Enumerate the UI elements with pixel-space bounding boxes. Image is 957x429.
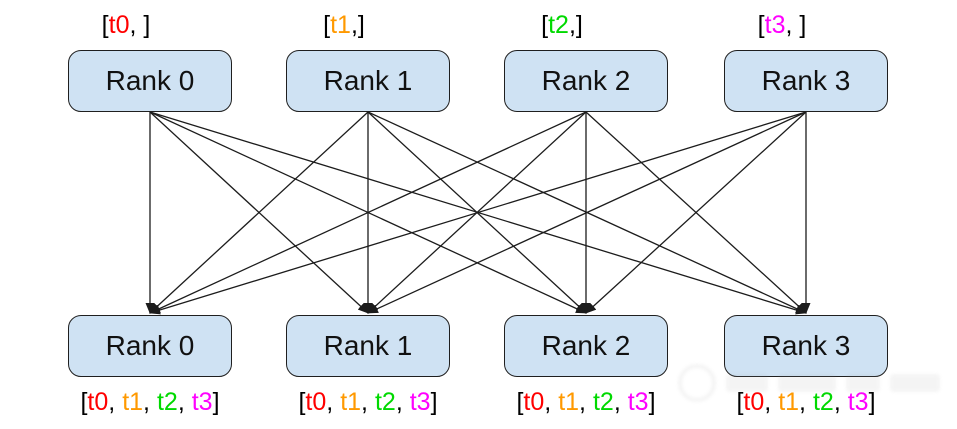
- tag-segment: [: [736, 388, 744, 416]
- edge-line: [585, 111, 807, 314]
- tag-segment: ,: [143, 388, 157, 416]
- top-tag-2: [t2,]: [432, 11, 692, 40]
- tag-segment: [: [323, 11, 331, 39]
- tag-segment: t3: [191, 388, 213, 416]
- tag-segment: t3: [627, 388, 649, 416]
- tag-segment: [: [541, 11, 549, 39]
- tag-segment: ]: [868, 388, 876, 416]
- bottom-rank-box-2: Rank 2: [504, 315, 668, 377]
- tag-segment: t2: [548, 11, 569, 39]
- rank-label: Rank 0: [105, 330, 195, 361]
- tag-segment: ]: [212, 388, 220, 416]
- bottom-tag-2: [t0, t1, t2, t3]: [456, 388, 716, 417]
- rank-label: Rank 3: [761, 330, 851, 361]
- tag-segment: t2: [592, 388, 614, 416]
- tag-segment: t0: [87, 388, 109, 416]
- top-tag-1: [t1,]: [214, 11, 474, 40]
- top-rank-box-1: Rank 1: [286, 50, 450, 112]
- tag-segment: [: [298, 388, 306, 416]
- tag-segment: , ]: [129, 11, 151, 39]
- top-rank-box-2: Rank 2: [504, 50, 668, 112]
- tag-segment: ,]: [568, 11, 583, 39]
- tag-segment: t0: [743, 388, 765, 416]
- tag-segment: ,: [613, 388, 628, 416]
- bottom-rank-box-0: Rank 0: [68, 315, 232, 377]
- tag-segment: t0: [108, 11, 130, 39]
- tag-segment: ,: [579, 388, 593, 416]
- top-rank-box-0: Rank 0: [68, 50, 232, 112]
- rank-label: Rank 1: [323, 330, 413, 361]
- tag-segment: ,: [544, 388, 559, 416]
- tag-segment: ]: [430, 388, 438, 416]
- edge-line: [149, 111, 587, 314]
- tag-segment: t3: [847, 388, 869, 416]
- tag-segment: t0: [523, 388, 545, 416]
- tag-segment: [: [757, 11, 765, 39]
- edge-line: [367, 111, 807, 314]
- tag-segment: ,: [764, 388, 779, 416]
- top-tag-0: [t0, ]: [0, 11, 256, 40]
- tag-segment: t1: [122, 388, 144, 416]
- tag-segment: ,: [833, 388, 848, 416]
- rank-label: Rank 0: [105, 65, 195, 96]
- bottom-tag-0: [t0, t1, t2, t3]: [20, 388, 280, 417]
- tag-segment: t1: [330, 11, 351, 39]
- top-tag-3: [t3, ]: [652, 11, 912, 40]
- edge-line: [149, 111, 369, 314]
- tag-segment: ,]: [350, 11, 365, 39]
- tag-segment: t3: [409, 388, 431, 416]
- rank-label: Rank 2: [541, 330, 631, 361]
- tag-segment: t0: [305, 388, 327, 416]
- tag-segment: t2: [812, 388, 834, 416]
- tag-segment: , ]: [785, 11, 807, 39]
- bottom-tag-3: [t0, t1, t2, t3]: [676, 388, 936, 417]
- tag-segment: ,: [177, 388, 192, 416]
- tag-segment: t3: [764, 11, 786, 39]
- tag-segment: [: [516, 388, 524, 416]
- tag-segment: t1: [558, 388, 580, 416]
- bottom-rank-box-3: Rank 3: [724, 315, 888, 377]
- tag-segment: ,: [326, 388, 341, 416]
- bottom-tag-1: [t0, t1, t2, t3]: [238, 388, 498, 417]
- tag-segment: [: [101, 11, 109, 39]
- tag-segment: ,: [395, 388, 410, 416]
- tag-segment: t2: [374, 388, 396, 416]
- tag-segment: ,: [108, 388, 123, 416]
- tag-segment: ,: [361, 388, 375, 416]
- tag-segment: ,: [799, 388, 813, 416]
- top-rank-box-3: Rank 3: [724, 50, 888, 112]
- rank-label: Rank 1: [323, 65, 413, 96]
- bottom-rank-box-1: Rank 1: [286, 315, 450, 377]
- tag-segment: [: [80, 388, 88, 416]
- tag-segment: t2: [156, 388, 178, 416]
- tag-segment: t1: [778, 388, 800, 416]
- tag-segment: t1: [340, 388, 362, 416]
- rank-label: Rank 3: [761, 65, 851, 96]
- rank-label: Rank 2: [541, 65, 631, 96]
- edge-line: [149, 111, 807, 315]
- tag-segment: ]: [648, 388, 656, 416]
